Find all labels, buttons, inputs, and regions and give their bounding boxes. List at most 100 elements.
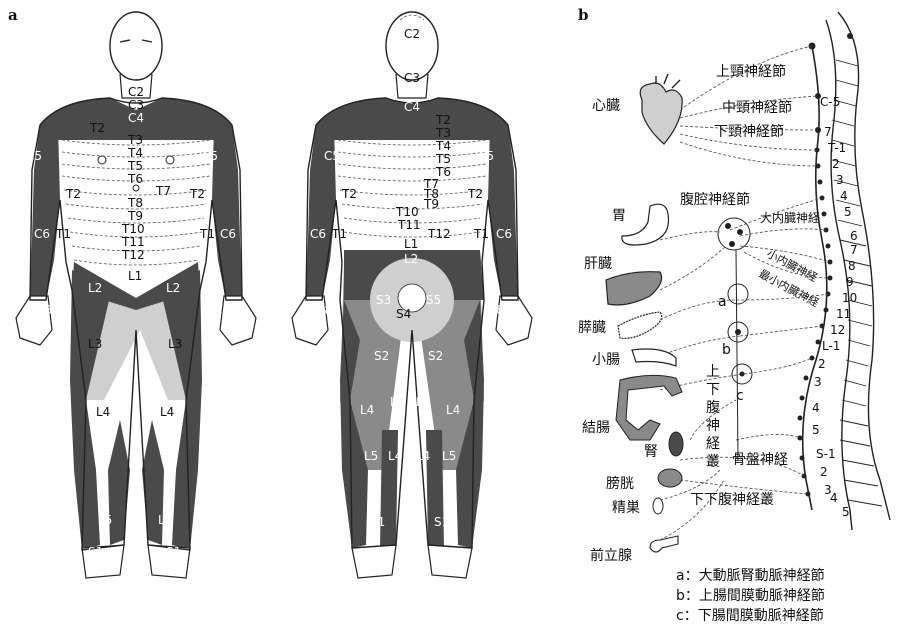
front-nipple-right	[166, 156, 174, 164]
back-label-c6-right: C6	[496, 227, 512, 241]
front-label-l2-left: L2	[88, 281, 102, 295]
legend-item-a: a：大動脈腎動脈神経節	[676, 567, 825, 584]
front-label-t8: T8	[127, 196, 143, 210]
ganglion-c-dot	[740, 372, 745, 377]
label-liver: 肝臓	[584, 256, 612, 272]
front-label-c2: C2	[128, 85, 144, 99]
back-label-s2-left: S2	[374, 349, 389, 363]
back-label-t5: T5	[435, 152, 451, 166]
spine-label-t9: 9	[846, 275, 854, 289]
front-label-s1-left: S1	[88, 545, 103, 559]
spinal-cord-outline	[838, 12, 890, 520]
back-label-s1-left: S1	[370, 515, 385, 529]
front-label-t4: T4	[127, 146, 143, 160]
front-label-t5: T5	[127, 159, 143, 173]
front-label-l4-left: L4	[96, 405, 110, 419]
legend-item-c: c：下腸間膜動脈神経節	[676, 607, 824, 624]
back-label-c7-left: C7	[300, 317, 316, 331]
spine-label-t1: T-1	[827, 141, 846, 155]
front-label-l3-left: L3	[88, 337, 102, 351]
label-hypogastric-1: 上	[706, 364, 720, 380]
front-label-c7-right: C7	[230, 317, 246, 331]
label-inferior-cervical-ganglion: 下頸神経節	[714, 123, 784, 140]
spine-label-s2: 2	[820, 465, 828, 479]
label-bladder: 膀胱	[606, 475, 634, 492]
liver-icon	[606, 272, 662, 305]
front-label-l1: L1	[128, 269, 142, 283]
back-label-l4-right-lower: L4	[416, 449, 430, 463]
spine-label-s5: 5	[842, 505, 850, 519]
ganglion-b-dot	[735, 329, 741, 335]
label-colon: 結腸	[582, 420, 610, 436]
back-label-c6-left: C6	[310, 227, 326, 241]
label-celiac-ganglion: 腹腔神経節	[680, 191, 750, 208]
front-label-t2-top: T2	[89, 121, 105, 135]
front-label-c5-right: C5	[202, 149, 218, 163]
label-ganglion-b: b	[722, 342, 731, 358]
label-hypogastric-2: 下	[706, 382, 720, 398]
back-label-t2-left: T2	[341, 187, 357, 201]
bladder-icon	[658, 469, 682, 487]
label-hypogastric-5: 経	[706, 436, 720, 452]
back-label-t1-right: T1	[473, 227, 489, 241]
front-head	[110, 12, 162, 80]
spine-label-t12: 12	[830, 323, 845, 337]
spine-label-s1: S-1	[816, 447, 836, 461]
small-intestine-icon	[632, 349, 676, 366]
spine-label-s4: 4	[830, 491, 838, 505]
back-label-l4-left: L4	[360, 403, 374, 417]
back-body-figure	[292, 12, 532, 578]
celiac-ganglion-dots	[725, 223, 743, 247]
back-label-l5-right: L5	[442, 449, 456, 463]
back-label-t4: T4	[435, 139, 451, 153]
spine-label-t10: 10	[842, 291, 857, 305]
label-pelvic-nerve: 骨盤神経	[732, 452, 788, 468]
aortic-plexus-line	[736, 250, 738, 460]
label-prostate: 前立腺	[590, 547, 632, 564]
front-label-t2-right: T2	[189, 187, 205, 201]
label-superior-cervical-ganglion: 上頸神経節	[716, 63, 786, 80]
label-pancreas: 膵臓	[578, 320, 606, 336]
spine-label-l1: L-1	[822, 339, 840, 353]
spine-label-t8: 8	[848, 259, 856, 273]
spine-label-l5: 5	[812, 423, 820, 437]
front-label-t1-right: T1	[199, 227, 215, 241]
vertebra-segments	[832, 60, 882, 506]
front-label-t1-left: T1	[55, 227, 71, 241]
label-hypogastric-6: 叢	[706, 454, 720, 470]
testis-icon	[653, 498, 663, 514]
spine-label-t4: 4	[840, 189, 848, 203]
front-label-c8-right: C8	[214, 303, 230, 317]
back-shin-left-dark	[380, 430, 398, 548]
stomach-icon	[622, 204, 669, 245]
back-label-s2-right: S2	[428, 349, 443, 363]
label-small-intestine: 小腸	[592, 352, 620, 368]
prostate-icon	[650, 536, 678, 552]
front-nipple-left	[98, 156, 106, 164]
back-label-t1-left: T1	[331, 227, 347, 241]
label-testis: 精巣	[612, 500, 640, 516]
label-heart: 心臓	[592, 98, 620, 114]
label-ganglion-c: c	[736, 388, 744, 404]
front-label-c3: C3	[128, 98, 144, 112]
front-label-l4-right: L4	[160, 405, 174, 419]
back-label-l3-left: L3	[390, 395, 404, 409]
back-label-c3: C3	[404, 71, 420, 85]
spine-label-t2: 2	[832, 157, 840, 171]
back-label-c8-right: C8	[488, 303, 504, 317]
front-label-c8-left: C8	[36, 303, 52, 317]
back-head	[386, 12, 438, 80]
front-label-l5-left: L5	[98, 513, 112, 527]
ganglion-a-ring	[728, 284, 748, 304]
back-label-c4: C4	[404, 100, 420, 114]
back-label-l2: L2	[404, 252, 418, 266]
heart-icon	[640, 74, 682, 144]
back-label-s3: S3	[376, 293, 391, 307]
front-label-t12: T12	[121, 248, 145, 262]
back-label-l5-left: L5	[364, 449, 378, 463]
back-label-l4-left-lower: L4	[388, 449, 402, 463]
colon-icon	[616, 375, 682, 440]
spine-label-t3: 3	[836, 173, 844, 187]
label-hypogastric-3: 腹	[706, 399, 720, 416]
